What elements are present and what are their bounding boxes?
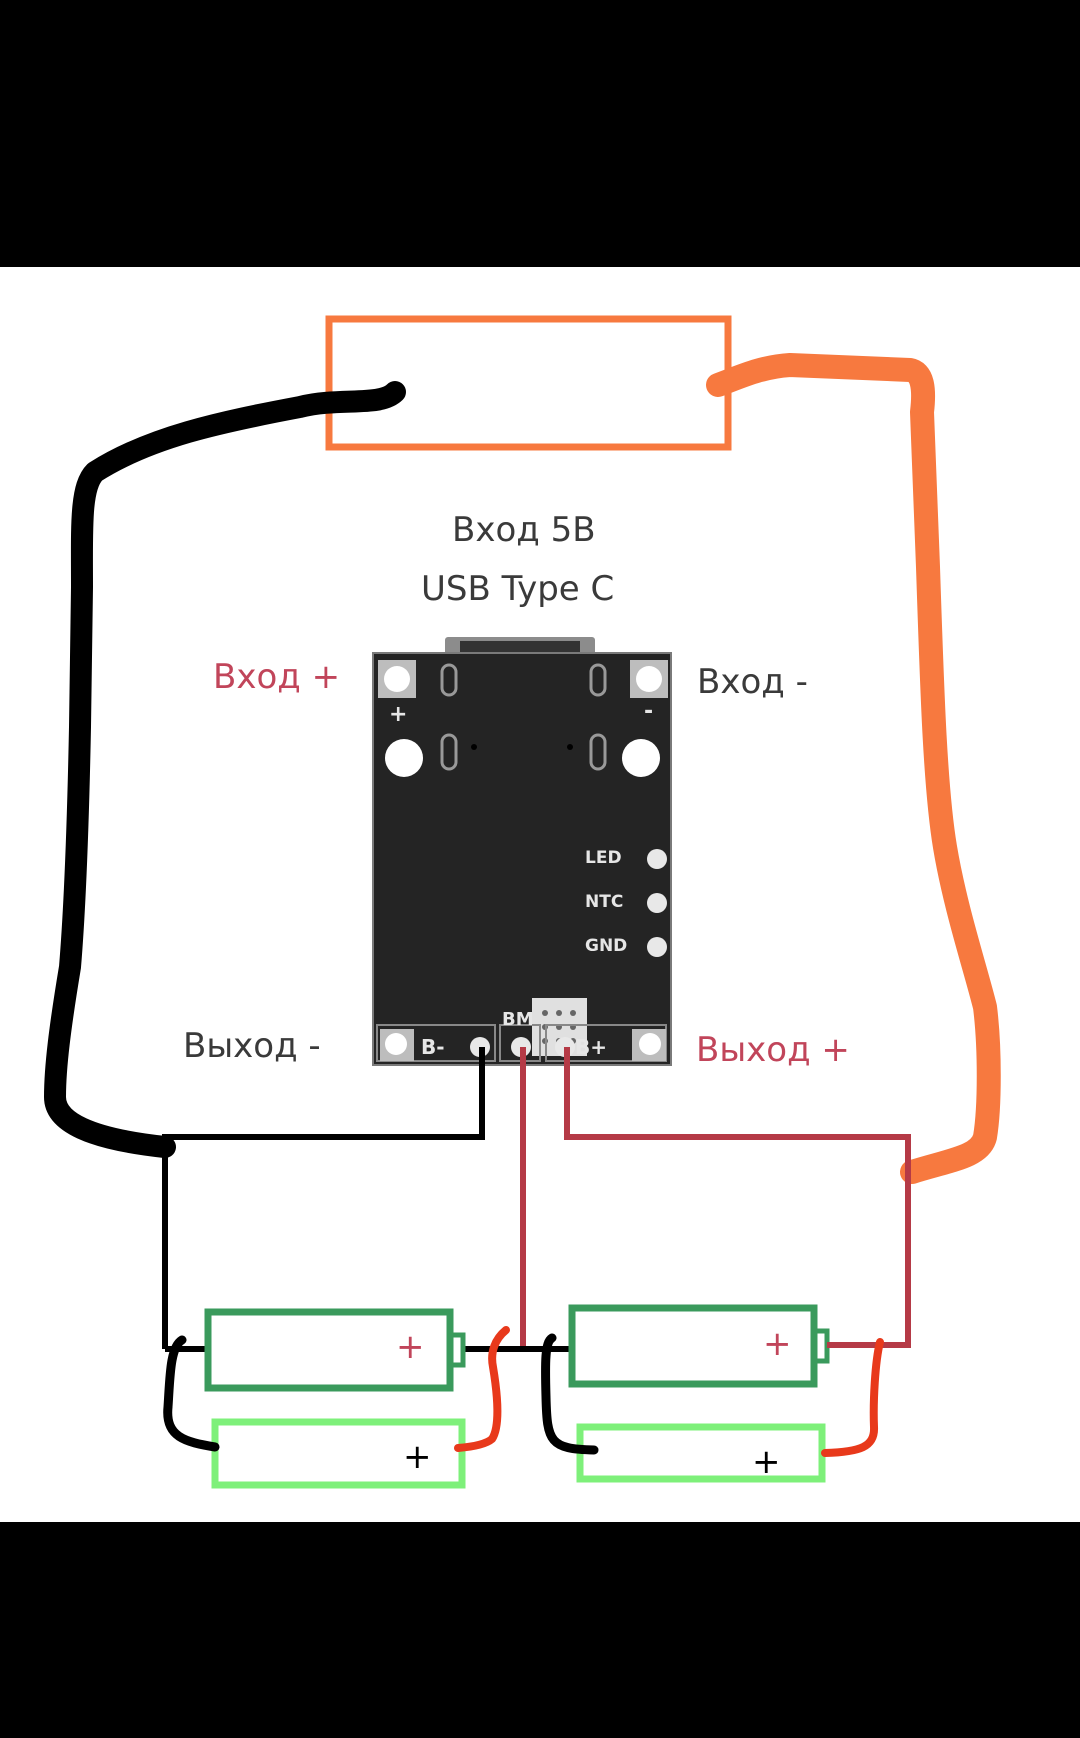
charger-board <box>372 637 672 1066</box>
cell-1-top-plus: + <box>396 1327 425 1367</box>
b-minus-wire <box>162 1047 485 1349</box>
pcb <box>372 652 672 1066</box>
wiring-diagram: Вход 5В USB Type C Вход + Вход - Выход -… <box>0 267 1080 1522</box>
diagram-graphics <box>44 315 1001 1489</box>
silk-b-plus: B+ <box>575 1035 608 1059</box>
input-plus-label: Вход + <box>213 657 341 697</box>
mount-hole-right <box>622 739 660 777</box>
orange-wire-main <box>706 353 1001 1184</box>
title-connector-type: USB Type C <box>421 569 615 609</box>
left-parallel-negative <box>163 1335 220 1452</box>
black-wire-main <box>44 381 406 1158</box>
right-parallel-negative <box>541 1333 599 1455</box>
gnd-pad <box>647 937 667 957</box>
silk-b-minus: B- <box>421 1035 445 1059</box>
title-input-voltage: Вход 5В <box>452 510 596 550</box>
silk-minus: - <box>644 699 654 724</box>
cell-1-bottom-plus: + <box>403 1437 432 1477</box>
left-parallel-positive <box>454 1326 510 1452</box>
input-minus-label: Вход - <box>697 662 808 702</box>
silk-ntc: NTC <box>585 892 624 912</box>
output-minus-label: Выход - <box>183 1026 321 1066</box>
led-pad <box>647 849 667 869</box>
silk-gnd: GND <box>585 936 628 956</box>
cell-2-bottom-plus: + <box>752 1442 781 1482</box>
ntc-pad <box>647 893 667 913</box>
battery-cell-1-top <box>204 1308 466 1392</box>
mount-hole-left <box>385 739 423 777</box>
silk-bm: BM <box>502 1009 534 1030</box>
battery-cell-2-bottom <box>576 1423 826 1483</box>
b-plus-wire <box>564 1047 911 1348</box>
battery-cell-1-bottom <box>211 1418 466 1489</box>
output-plus-label: Выход + <box>696 1030 850 1070</box>
cell-2-top-plus: + <box>763 1324 792 1364</box>
right-parallel-positive <box>821 1338 884 1457</box>
silk-plus: + <box>389 702 408 727</box>
silk-led: LED <box>585 848 622 868</box>
